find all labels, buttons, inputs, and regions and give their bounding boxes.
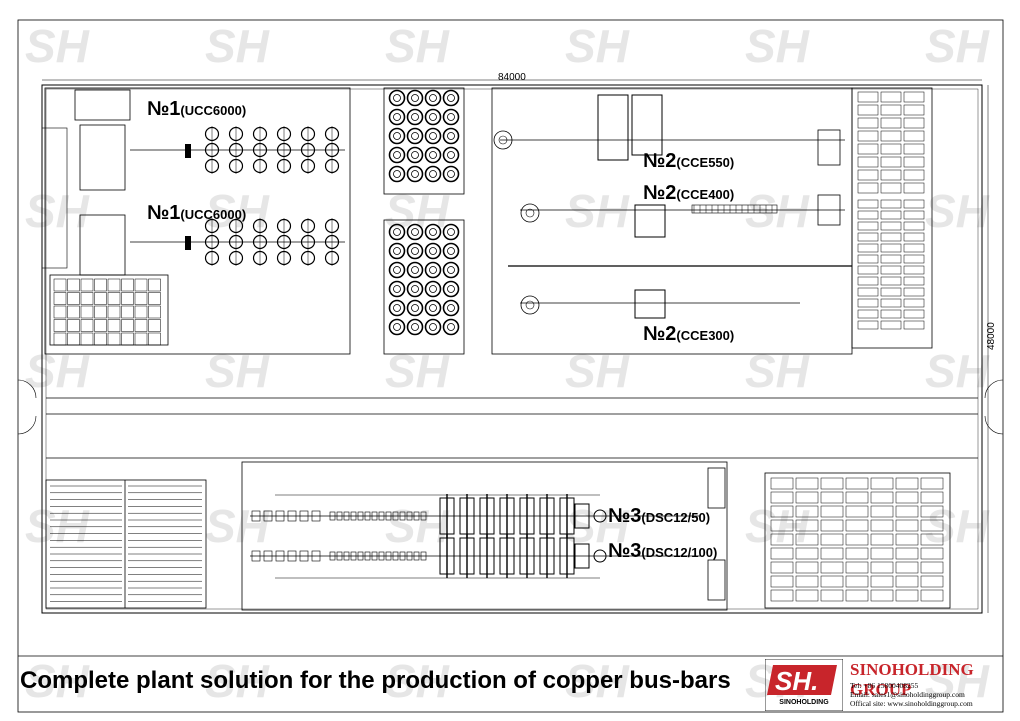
watermark-mark: SH [25, 185, 90, 237]
watermark-mark: SH [565, 185, 630, 237]
watermark-mark: SH [565, 345, 630, 397]
watermark-mark: SH [205, 345, 270, 397]
contact-email: Email: sales1@sinoholdinggroup.com [850, 690, 965, 699]
watermark-mark: SH [385, 20, 450, 72]
watermark-mark: SH [925, 655, 990, 707]
dimension-height: 48000 [986, 322, 997, 350]
label-no2-cce550: №2(CCE550) [643, 150, 735, 172]
watermark-mark: SH [205, 500, 270, 552]
spool-storage-upper [388, 89, 460, 183]
watermark-mark: SH [25, 655, 90, 707]
watermark-mark: SH [205, 655, 270, 707]
watermark-mark: SH [25, 500, 90, 552]
watermark-mark: SH [205, 20, 270, 72]
zone-no1 [44, 87, 351, 355]
watermark-mark: SH [925, 500, 990, 552]
label-no3-dsc12-100: №3(DSC12/100) [608, 540, 718, 562]
watermark-mark: SH [925, 20, 990, 72]
watermark-mark: SH [25, 20, 90, 72]
sheet-frame [17, 19, 1004, 713]
label-no3-dsc12-50: №3(DSC12/50) [608, 505, 711, 527]
storage-right-bottom [764, 472, 951, 609]
watermark-mark: SH [925, 185, 990, 237]
zone-no3 [241, 461, 728, 611]
logo-wordmark: SINOHOLDING [779, 699, 829, 706]
dimension-width: 84000 [498, 72, 526, 83]
building-outline [41, 84, 983, 614]
svg-text:SH.: SH. [775, 666, 818, 696]
spool-storage-lower [388, 223, 460, 336]
label-no2-cce400: №2(CCE400) [643, 182, 735, 204]
watermark-mark: SH [745, 345, 810, 397]
watermark-mark: SH [565, 20, 630, 72]
watermark-mark: SH [745, 20, 810, 72]
watermark-mark: SH [385, 345, 450, 397]
contact-site: Offical site: www.sinoholdinggroup.com [850, 699, 973, 708]
watermark-mark: SH [745, 185, 810, 237]
watermark-mark: SH [205, 185, 270, 237]
contact-tel: Tel: +86 15800408255 [850, 681, 919, 690]
watermark-mark: SH [385, 500, 450, 552]
watermark-layer: SH SH SH SH SH SH SH SH SH SH SH SH SH SH SH SH SH SH SH SH… [25, 20, 990, 707]
watermark-mark: SH [25, 345, 90, 397]
watermark-mark: SH [565, 655, 630, 707]
watermark-mark: SH [925, 345, 990, 397]
footer-title: Complete plant solution for the producti… [20, 667, 731, 694]
storage-grid-layer [50, 91, 944, 608]
storage-left-bottom [45, 479, 207, 609]
label-no1-upper: №1(UCC6000) [147, 98, 247, 120]
watermark-mark: SH [565, 500, 630, 552]
label-no1-lower: №1(UCC6000) [147, 202, 247, 224]
watermark-mark: SH [745, 500, 810, 552]
storage-right-top [851, 87, 933, 349]
brand-name: SINOHOLDING GROUP [850, 660, 974, 699]
sinoholding-logo-icon: SH. [765, 659, 843, 711]
label-no2-cce300: №2(CCE300) [643, 323, 735, 345]
watermark-mark: SH [385, 655, 450, 707]
